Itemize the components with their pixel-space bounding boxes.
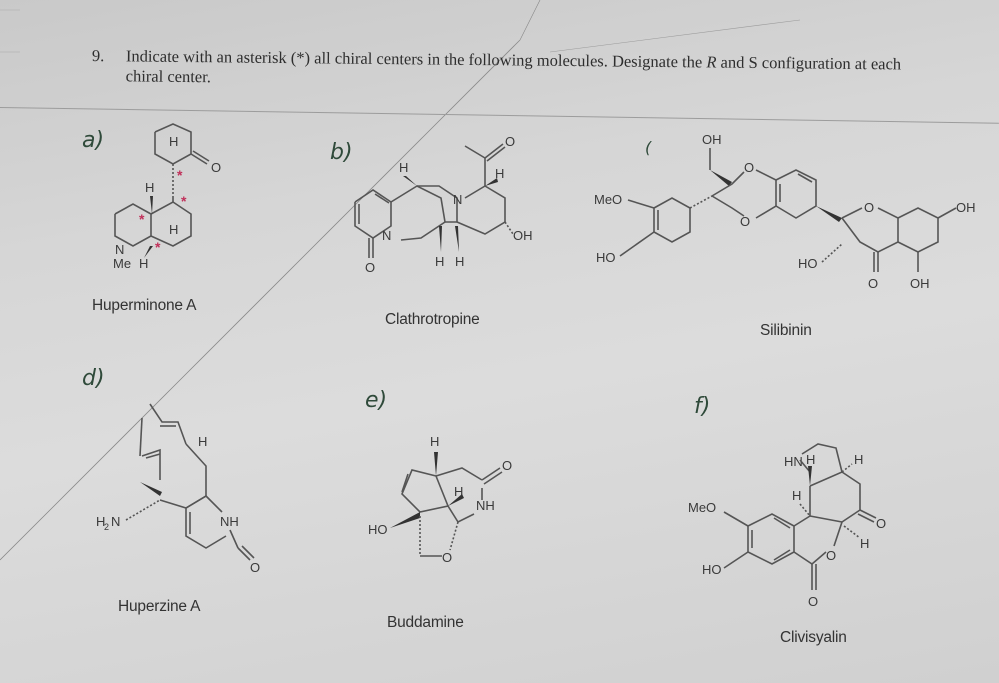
molecule-name-huperzine-a: Huperzine A <box>118 598 201 615</box>
svg-text:O: O <box>505 134 515 149</box>
svg-text:H: H <box>435 254 444 269</box>
svg-text:H: H <box>792 488 801 503</box>
svg-text:*: * <box>139 211 145 227</box>
atom-H: H <box>169 134 178 149</box>
svg-text:HO: HO <box>702 562 722 577</box>
svg-text:OH: OH <box>956 200 976 215</box>
svg-text:H: H <box>854 452 863 467</box>
svg-text:O: O <box>365 260 375 275</box>
svg-text:O: O <box>740 214 750 229</box>
svg-text:H: H <box>198 434 207 449</box>
svg-text:HO: HO <box>798 256 818 271</box>
svg-text:N: N <box>453 192 462 207</box>
svg-text:O: O <box>868 276 878 291</box>
svg-text:H: H <box>860 536 869 551</box>
svg-text:MeO: MeO <box>594 192 622 207</box>
svg-text:OH: OH <box>513 228 533 243</box>
svg-text:HN: HN <box>784 454 803 469</box>
svg-text:N: N <box>115 242 124 257</box>
question-text: Indicate with an asterisk (*) all chiral… <box>125 46 902 87</box>
part-label-b: b) <box>330 140 353 165</box>
svg-text:H: H <box>145 180 154 195</box>
molecule-name-silibinin: Silibinin <box>760 322 812 339</box>
svg-text:2: 2 <box>104 522 109 532</box>
molecule-name-buddamine: Buddamine <box>387 614 464 631</box>
svg-text:O: O <box>864 200 874 215</box>
svg-text:HO: HO <box>596 250 616 265</box>
svg-text:H: H <box>139 256 148 271</box>
svg-text:H: H <box>430 434 439 449</box>
svg-text:O: O <box>826 548 836 563</box>
svg-text:O: O <box>808 594 818 609</box>
svg-text:O: O <box>442 550 452 565</box>
part-label-a: a) <box>82 128 105 153</box>
molecule-name-clathrotropine: Clathrotropine <box>385 311 480 328</box>
svg-text:*: * <box>181 193 187 209</box>
molecule-name-huperminone-a: Huperminone A <box>92 297 197 314</box>
svg-text:H: H <box>169 222 178 237</box>
svg-text:H: H <box>399 160 408 175</box>
svg-text:H: H <box>454 484 463 499</box>
structure-huperminone-a: O H H H N Me H * * * * <box>113 123 221 271</box>
svg-text:O: O <box>211 160 221 175</box>
svg-text:Me: Me <box>113 256 131 271</box>
question-number: 9. <box>91 46 105 66</box>
svg-text:OH: OH <box>702 132 722 147</box>
molecule-name-clivisyalin: Clivisyalin <box>780 629 847 646</box>
svg-text:N: N <box>111 514 120 529</box>
svg-text:H: H <box>495 166 504 181</box>
svg-text:O: O <box>502 458 512 473</box>
structure-buddamine: H O NH H HO O <box>368 434 512 565</box>
part-label-f: f) <box>694 394 711 419</box>
svg-text:HO: HO <box>368 522 388 537</box>
svg-text:O: O <box>744 160 754 175</box>
svg-text:*: * <box>177 167 183 183</box>
structure-silibinin: OH MeO HO O O O O HO OH OH <box>594 132 976 291</box>
svg-text:H: H <box>96 514 105 529</box>
svg-text:H: H <box>455 254 464 269</box>
svg-text:*: * <box>155 239 161 255</box>
svg-text:NH: NH <box>220 514 239 529</box>
svg-text:O: O <box>876 516 886 531</box>
svg-text:MeO: MeO <box>688 500 716 515</box>
question-block: 9. Indicate with an asterisk (*) all chi… <box>92 46 922 86</box>
svg-text:H: H <box>806 452 815 467</box>
part-label-c: ( <box>645 138 652 157</box>
svg-text:N: N <box>382 228 391 243</box>
svg-text:OH: OH <box>910 276 930 291</box>
part-label-e: e) <box>365 388 388 413</box>
svg-text:NH: NH <box>476 498 495 513</box>
svg-text:O: O <box>250 560 260 575</box>
part-label-d: d) <box>82 366 105 391</box>
